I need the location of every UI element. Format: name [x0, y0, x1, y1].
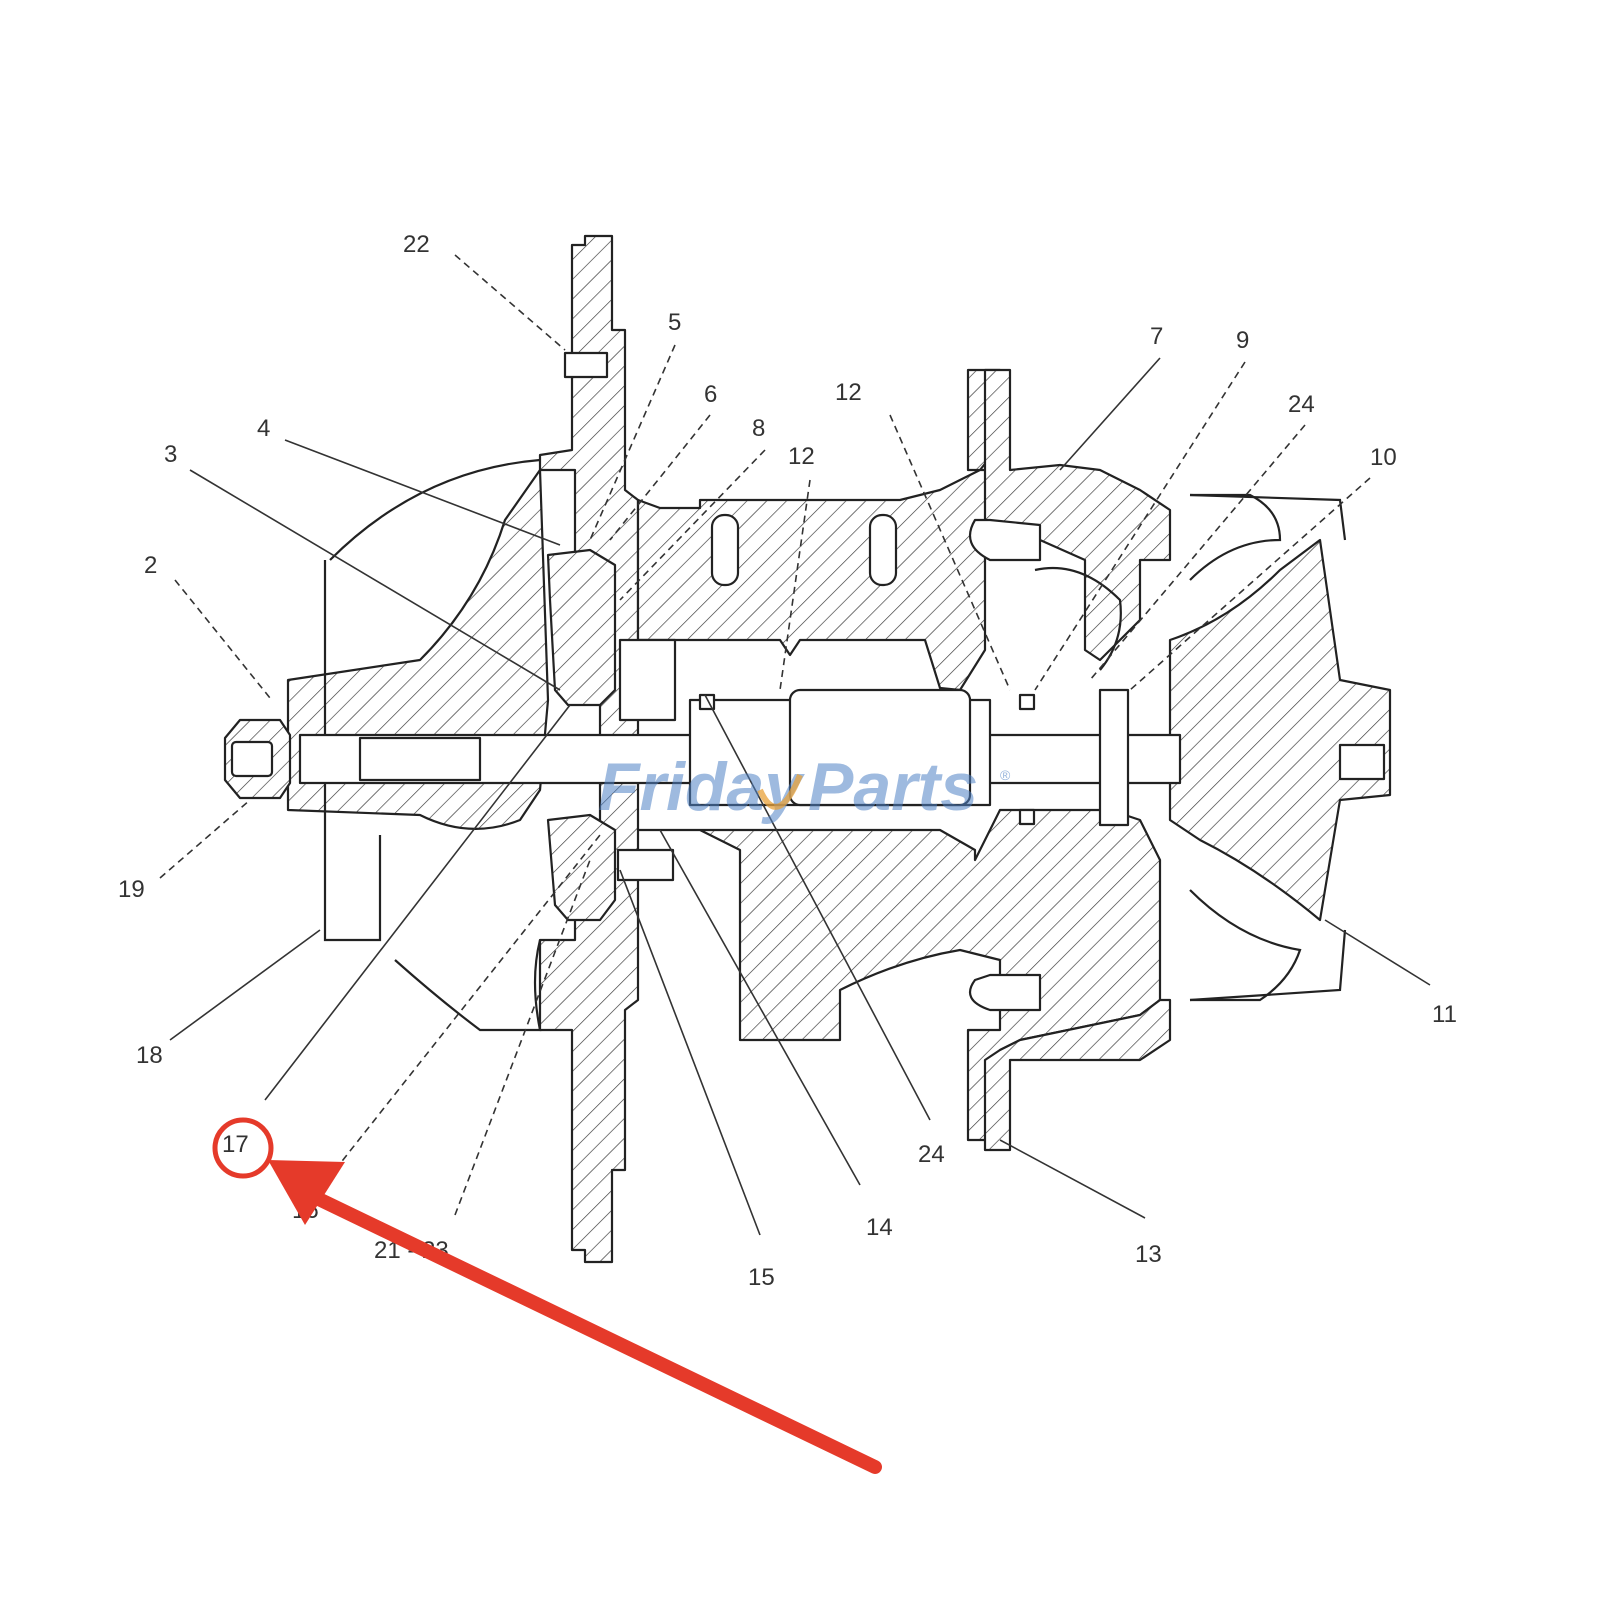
callout-14: 14	[866, 1214, 893, 1241]
callout-4: 4	[257, 415, 270, 442]
watermark-logo: Friday Parts ®	[598, 749, 1011, 825]
callout-3: 3	[164, 441, 177, 468]
callout-13: 13	[1135, 1241, 1162, 1268]
leader-13	[999, 1139, 1146, 1219]
leader-11	[1324, 919, 1431, 986]
watermark-brand-part2: Parts	[808, 749, 978, 825]
callout-18: 18	[136, 1042, 163, 1069]
callout-9: 9	[1236, 327, 1249, 354]
callout-19: 19	[118, 876, 145, 903]
leader-7	[1059, 357, 1161, 471]
piston-ring-turbine	[1018, 693, 1036, 711]
callout-5: 5	[668, 309, 681, 336]
turbine-nut	[1338, 743, 1386, 781]
oil-passage-2	[868, 513, 898, 587]
heat-shield-loop-upper	[968, 518, 1042, 562]
watermark-accent-swoosh	[757, 773, 803, 810]
shaft-nut-inner	[230, 740, 274, 778]
callout-11: 11	[1432, 1001, 1457, 1028]
bearing-center	[788, 688, 972, 807]
compressor-blade-upper	[329, 458, 541, 561]
turbine-blade-upper	[1189, 493, 1282, 581]
callout-24b: 24	[918, 1141, 945, 1168]
shaft-sleeve	[358, 736, 482, 782]
leader-12b	[889, 414, 1011, 691]
callout-12a: 12	[788, 443, 815, 470]
leader-9	[1034, 361, 1246, 691]
callout-12b: 12	[835, 379, 862, 406]
callout-24a: 24	[1288, 391, 1315, 418]
bearing-housing-lower[interactable]	[636, 808, 1162, 1142]
watermark-brand-part1: Friday	[598, 749, 805, 825]
thrust-bearing[interactable]	[546, 548, 617, 707]
callout-8: 8	[752, 415, 765, 442]
thrust-screw	[616, 848, 675, 882]
leader-4	[284, 439, 561, 546]
arrow-icon	[268, 1160, 345, 1225]
turbine-exducer-outline	[1189, 493, 1347, 1002]
leader-15	[619, 869, 761, 1236]
callout-7: 7	[1150, 323, 1163, 350]
leader-24a	[1089, 424, 1306, 681]
thrust-bearing-lower[interactable]	[546, 813, 617, 922]
assembly-drawing	[223, 234, 1392, 1264]
callout-22: 22	[403, 231, 430, 258]
oil-passage-1	[710, 513, 740, 587]
turbine-wheel[interactable]	[1168, 538, 1392, 922]
leader-21	[454, 859, 591, 1216]
arrow-shaft	[293, 1183, 882, 1474]
highlight-annotation	[212, 1117, 882, 1474]
leader-6	[609, 414, 711, 541]
leader-17	[264, 704, 571, 1101]
callout-2: 2	[144, 552, 157, 579]
leader-10	[1129, 477, 1371, 691]
piston-ring-turbine-lower	[1018, 808, 1036, 826]
seal-turbine	[1098, 688, 1130, 827]
leader-8	[619, 449, 766, 601]
leader-19	[159, 799, 251, 879]
leader-22	[454, 254, 566, 351]
compressor-blade-lower	[394, 939, 542, 1032]
leader-14	[659, 829, 861, 1186]
watermark-registered-mark: ®	[1000, 767, 1011, 783]
leader-18	[169, 929, 321, 1041]
turbine-flange-lower[interactable]	[983, 998, 1172, 1152]
leader-2	[174, 579, 271, 699]
callout-15: 15	[748, 1264, 775, 1291]
backplate-bolt	[563, 351, 609, 379]
thrust-collar	[618, 638, 677, 722]
heat-shield-upper	[1034, 566, 1122, 671]
highlight-circle	[212, 1117, 274, 1179]
turbine-blade-lower	[1189, 889, 1302, 1002]
leader-3	[189, 469, 561, 691]
heat-shield-loop-lower	[968, 973, 1042, 1012]
leader-lines	[159, 254, 1431, 1236]
callout-10: 10	[1370, 444, 1397, 471]
turbine-flange[interactable]	[983, 368, 1172, 662]
leader-24b	[704, 694, 931, 1121]
compressor-backplate[interactable]	[538, 234, 640, 1264]
callout-6: 6	[704, 381, 717, 408]
callout-17[interactable]: 17	[222, 1131, 249, 1158]
